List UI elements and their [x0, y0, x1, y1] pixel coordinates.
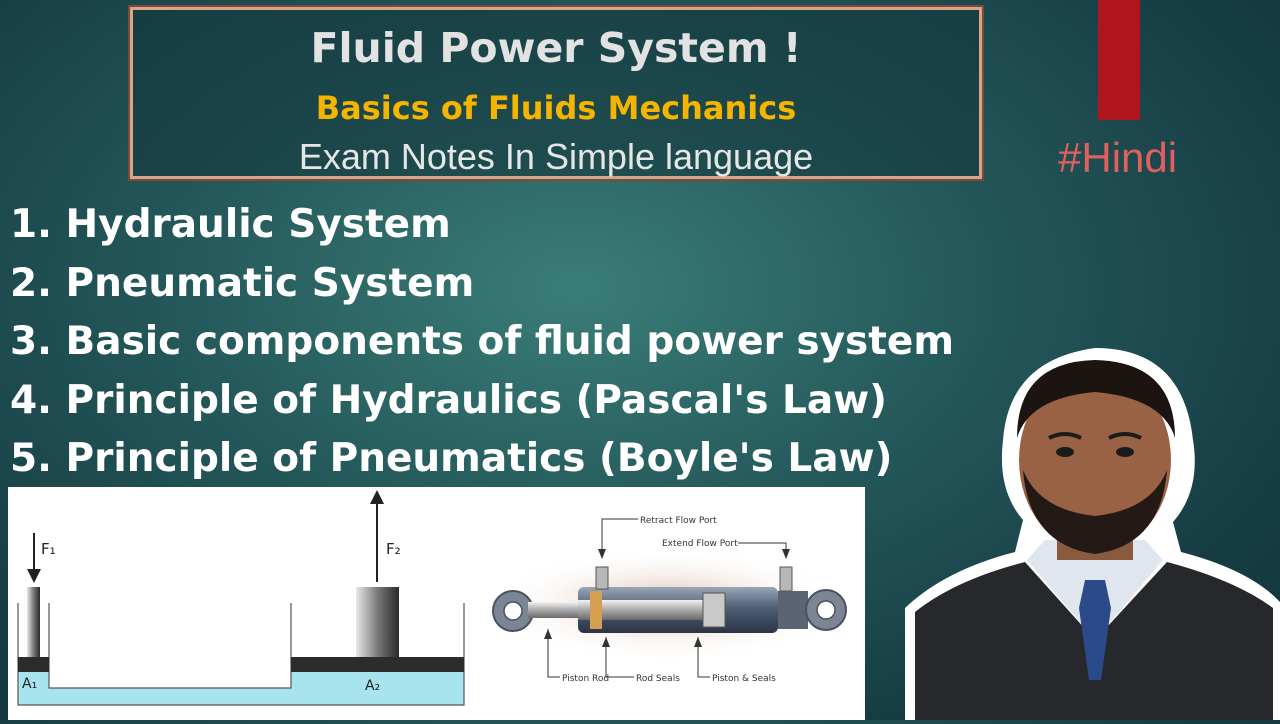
piston-head	[702, 592, 726, 628]
language-tag: #Hindi	[1058, 134, 1178, 181]
hair	[1017, 360, 1175, 438]
left-eye	[1056, 447, 1074, 457]
piston-seals-label: Piston & Seals	[712, 674, 776, 684]
cap-eye-hole	[816, 600, 836, 620]
piston-rod-inside	[578, 600, 718, 620]
topic-list: 1. Hydraulic System 2. Pneumatic System …	[10, 196, 954, 489]
diagram-panel: F₁ F₂ A₁ A₂	[8, 487, 865, 720]
rod-seals-leader	[605, 637, 634, 678]
container-inner-outline	[48, 603, 292, 689]
container-outline	[17, 603, 465, 706]
area-out-label: A₂	[365, 678, 380, 694]
force-out-label: F₂	[386, 540, 401, 558]
presenter-illustration	[905, 348, 1280, 720]
extend-port-leader	[738, 542, 787, 549]
page-title: Fluid Power System !	[310, 24, 802, 72]
piston-seals-leader-arrow	[694, 637, 702, 647]
retract-port	[595, 566, 609, 590]
piston-rod-label: Piston Rod	[562, 674, 609, 684]
right-eyebrow	[1108, 432, 1142, 440]
area-in-label: A₁	[22, 676, 37, 692]
topic-item: 4. Principle of Hydraulics (Pascal's Law…	[10, 377, 888, 423]
extend-port	[779, 566, 793, 592]
extend-port-leader-arrow	[782, 549, 790, 559]
force-out-arrowhead	[370, 490, 384, 504]
red-accent-bar	[1098, 0, 1140, 120]
small-piston-plate	[18, 657, 49, 672]
left-eyebrow	[1048, 432, 1082, 440]
large-piston-plate	[291, 657, 464, 672]
page-tagline: Exam Notes In Simple language	[298, 136, 814, 177]
piston-rod-leader	[547, 629, 560, 678]
title-box: Fluid Power System ! Basics of Fluids Me…	[128, 5, 984, 181]
retract-port-leader-arrow	[598, 549, 606, 559]
force-in-label: F₁	[41, 540, 56, 558]
piston-seals-leader	[697, 637, 710, 678]
topic-item: 2. Pneumatic System	[10, 260, 475, 306]
beard	[1023, 470, 1167, 554]
piston-rod-leader-arrow	[544, 629, 552, 639]
retract-port-leader	[601, 518, 638, 549]
topic-item: 1. Hydraulic System	[10, 202, 451, 247]
force-in-arrowhead	[27, 569, 41, 583]
pascal-diagram: F₁ F₂ A₁ A₂	[17, 490, 465, 706]
topic-item: 3. Basic components of fluid power syste…	[10, 319, 954, 364]
tie	[1079, 580, 1111, 680]
small-piston-rod	[27, 587, 40, 657]
rod-seal	[590, 591, 602, 629]
rod-seals-label: Rod Seals	[636, 674, 680, 684]
large-piston-rod	[356, 587, 399, 657]
rod-seals-leader-arrow	[602, 637, 610, 647]
extend-port-label: Extend Flow Port	[662, 539, 738, 549]
page-subtitle: Basics of Fluids Mechanics	[315, 89, 797, 127]
presenter-photo	[905, 340, 1280, 720]
right-eye	[1116, 447, 1134, 457]
topic-item: 5. Principle of Pneumatics (Boyle's Law)	[10, 436, 893, 481]
end-cap	[778, 591, 808, 629]
retract-port-label: Retract Flow Port	[640, 516, 717, 526]
rod-eye-hole	[503, 601, 523, 621]
cylinder-diagram: Retract Flow Port Extend Flow Port Pisto…	[488, 516, 848, 684]
